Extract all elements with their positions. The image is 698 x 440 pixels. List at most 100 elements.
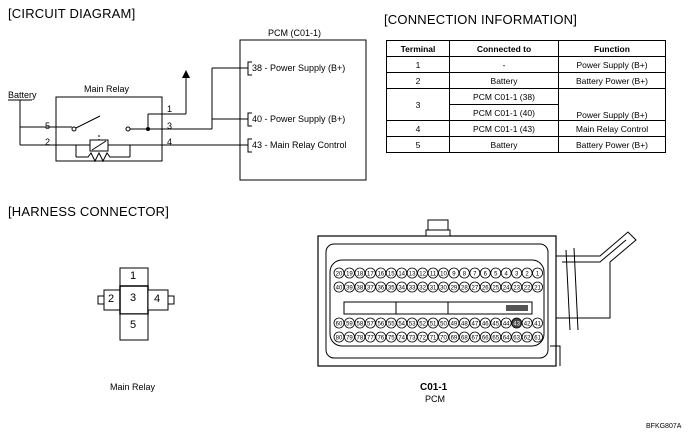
pcm-pin-number: 49 (451, 321, 458, 327)
relay-terminal-1: 1 (167, 104, 173, 114)
pcm-pin-number: 35 (388, 285, 395, 291)
pcm-pin-number: 51 (430, 321, 437, 327)
pcm-pin-number: 52 (419, 321, 426, 327)
pcm-pin-circle (500, 317, 512, 329)
pcm-pin-circle (448, 317, 460, 329)
pcm-pin-number: 48 (461, 321, 468, 327)
header-function: Function (558, 40, 666, 57)
pcm-pin-circle (469, 317, 481, 329)
pcm-pin-circle (364, 331, 376, 343)
pcm-pin-number: 61 (534, 335, 541, 341)
pcm-pin-circle (511, 331, 523, 343)
relay-terminal-2: 2 (45, 137, 51, 147)
relay-terminal-3: 3 (167, 121, 173, 131)
relay-terminal-4: 4 (167, 137, 173, 147)
pcm-pin-circle (479, 317, 491, 329)
pcm-pin-circle (511, 267, 523, 279)
pcm-pin-number: 22 (524, 285, 531, 291)
pcm-pin-number: 55 (388, 321, 395, 327)
cell-terminal: 2 (386, 72, 450, 89)
pcm-pin-number: 3 (515, 271, 519, 277)
battery-label: Battery (8, 90, 37, 100)
pcm-pin-circle (458, 331, 470, 343)
pcm-pin-circle (396, 281, 408, 293)
pcm-pin-number: 41 (534, 321, 541, 327)
pcm-pin-number: 16 (377, 271, 384, 277)
pcm-pin-circle (438, 317, 449, 329)
main-relay-caption: Main Relay (110, 382, 156, 392)
main-relay-connector (97, 267, 175, 341)
relay-harness-pin-3: 3 (130, 292, 137, 304)
pcm-pin-number: 12 (419, 271, 426, 277)
cell-connected: - (449, 56, 559, 73)
pcm-pin-number: 79 (346, 335, 353, 341)
pcm-pin-number: 40 (336, 285, 343, 291)
pcm-pin-circle (354, 281, 366, 293)
pcm-pin-circle (500, 331, 512, 343)
pcm-pin-40: 40 - Power Supply (B+) (252, 114, 346, 124)
pcm-pin-number: 54 (398, 321, 405, 327)
cell-terminal: 4 (386, 120, 450, 137)
pcm-pin-number: 19 (346, 271, 353, 277)
pcm-pin-number: 42 (524, 321, 531, 327)
pcm-pin-number: 27 (472, 285, 479, 291)
circuit-diagram-title: [CIRCUIT DIAGRAM] (8, 6, 136, 21)
pcm-pin-number: 6 (484, 271, 488, 277)
pcm-pin-circle (333, 331, 345, 343)
pcm-pin-number: 66 (482, 335, 489, 341)
connection-table: Terminal Connected to Function 1 - Power… (386, 40, 666, 153)
pcm-pin-circle (490, 317, 502, 329)
pcm-pin-number: 71 (430, 335, 437, 341)
pcm-pin-number: 18 (357, 271, 364, 277)
pcm-pin-circle (469, 281, 481, 293)
pcm-connector (317, 219, 637, 367)
pcm-pin-number: 24 (503, 285, 510, 291)
relay-harness-pin-2: 2 (108, 293, 115, 305)
pcm-pin-number: 76 (377, 335, 384, 341)
pcm-pin-circle (344, 317, 355, 329)
pcm-pin-circle (532, 267, 543, 279)
pcm-pin-circle (344, 281, 355, 293)
pcm-title: PCM (C01-1) (268, 28, 322, 38)
pcm-pin-number: 4 (505, 271, 509, 277)
header-connected: Connected to (449, 40, 559, 57)
table-row: 5 Battery Battery Power (B+) (386, 136, 666, 153)
pcm-pin-circle (469, 267, 481, 279)
pcm-pin-circle (521, 317, 533, 329)
pcm-pin-number: 45 (492, 321, 499, 327)
relay-harness-pin-5: 5 (130, 319, 137, 331)
cell-terminal: 1 (386, 56, 450, 73)
main-relay-label: Main Relay (84, 84, 130, 94)
pcm-pin-circle (344, 331, 355, 343)
pcm-pin-circle (521, 281, 533, 293)
pcm-pin-circle (364, 317, 376, 329)
pcm-pin-circle (469, 331, 481, 343)
cell-connected: Battery (449, 136, 559, 153)
pcm-pin-number: 70 (440, 335, 447, 341)
pcm-pin-number: 62 (524, 335, 531, 341)
pcm-pin-circle (490, 267, 502, 279)
pcm-pin-circle (427, 267, 439, 279)
pcm-pin-circle (438, 267, 449, 279)
pcm-pin-circle (375, 331, 387, 343)
harness-connector-title: [HARNESS CONNECTOR] (8, 204, 170, 219)
table-row: 4 PCM C01-1 (43) Main Relay Control (386, 120, 666, 137)
pcm-pin-number: 26 (482, 285, 489, 291)
table-row: 1 - Power Supply (B+) (386, 56, 666, 73)
pcm-pin-circle (417, 267, 429, 279)
pcm-pin-number: 39 (346, 285, 353, 291)
pcm-pin-number: 75 (388, 335, 395, 341)
pcm-pin-circle (406, 281, 418, 293)
pcm-pin-number: 28 (461, 285, 468, 291)
pcm-pin-circle (385, 281, 397, 293)
pcm-pin-circle (354, 331, 366, 343)
pcm-pin-number: 23 (513, 285, 520, 291)
pcm-pin-circle (406, 317, 418, 329)
pcm-pin-number: 46 (482, 321, 489, 327)
pcm-pin-circle (521, 331, 533, 343)
pcm-pin-circle (385, 331, 397, 343)
pcm-pin-circle (532, 331, 543, 343)
pcm-pin-circle (375, 281, 387, 293)
pcm-pin-circle (438, 281, 449, 293)
